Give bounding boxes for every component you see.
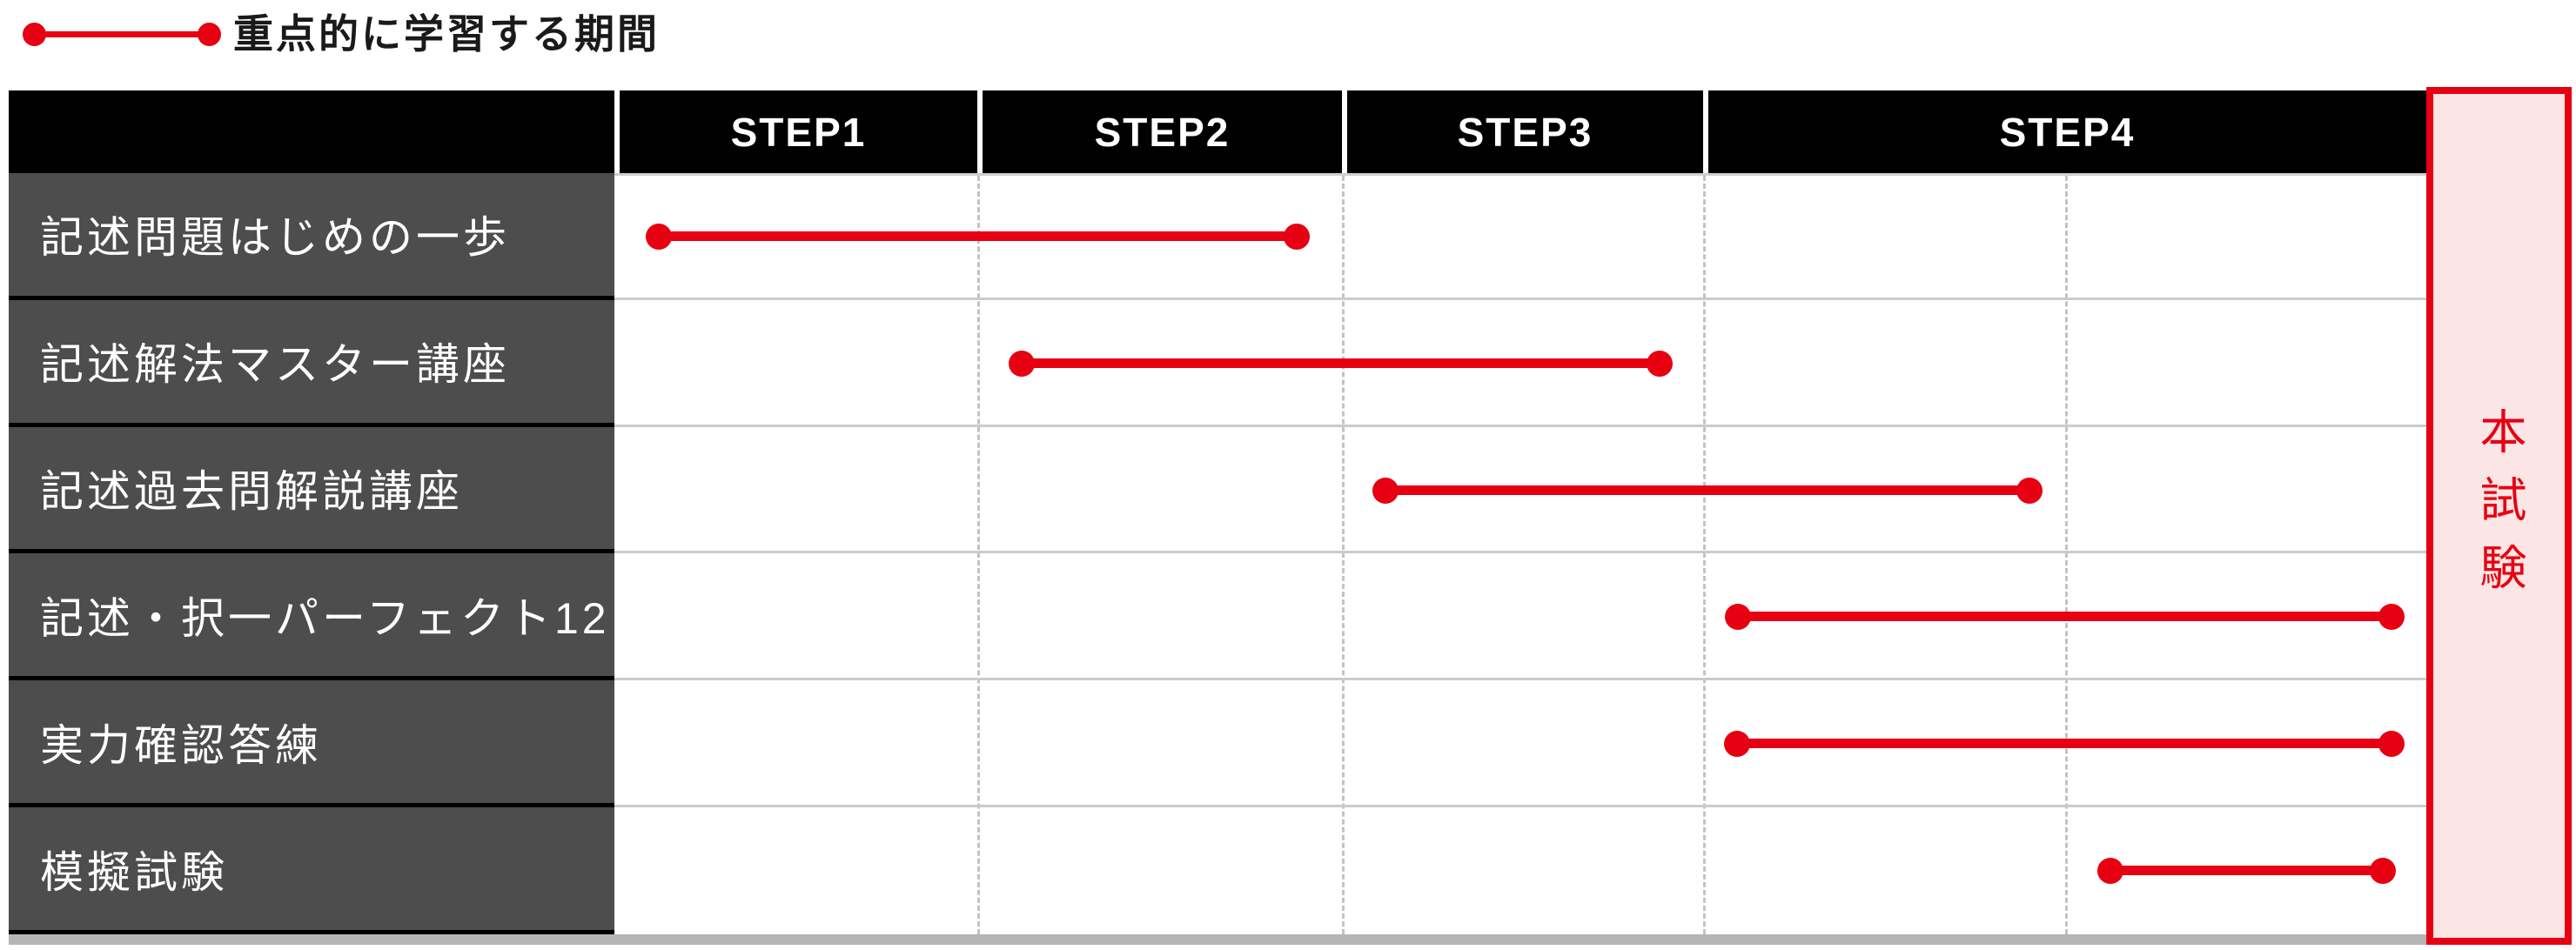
table-row: 記述問題はじめの一歩 [9, 173, 2426, 300]
bar-line-icon [1385, 485, 2030, 495]
bar-end-dot-icon [1284, 223, 1310, 250]
intensive-period-bar [1009, 350, 1673, 377]
gridline-step3-step4 [1703, 176, 1706, 934]
header-label-spacer [9, 90, 614, 173]
header-step3: STEP3 [1342, 90, 1703, 173]
legend-end-dot-icon [198, 23, 221, 46]
table-row: 模擬試験 [9, 807, 2426, 934]
course-label: 記述解法マスター講座 [9, 299, 614, 427]
schedule-table: STEP1 STEP2 STEP3 STEP4 記述問題はじめの一歩 記述解法マ… [9, 90, 2426, 945]
bar-end-dot-icon [2370, 858, 2396, 885]
intensive-period-bar [646, 223, 1310, 250]
header-step1: STEP1 [614, 90, 977, 173]
gridline-step2-step3 [1342, 176, 1345, 934]
bar-line-icon [2110, 866, 2384, 876]
gridline-step4-mid [2065, 176, 2068, 934]
course-label: 模擬試験 [9, 807, 614, 934]
table-bottom-border [9, 934, 2426, 945]
bar-end-dot-icon [2016, 477, 2043, 504]
intensive-period-bar [1372, 477, 2043, 504]
legend-line-icon [33, 30, 211, 37]
bar-line-icon [1737, 612, 2392, 622]
table-header-row: STEP1 STEP2 STEP3 STEP4 [9, 90, 2426, 173]
course-label: 記述問題はじめの一歩 [9, 173, 614, 300]
bar-end-dot-icon [1647, 350, 1673, 377]
table-body: 記述問題はじめの一歩 記述解法マスター講座 記述過去問解説講座 [9, 173, 2426, 934]
bar-line-icon [1021, 358, 1660, 368]
header-step4: STEP4 [1703, 90, 2426, 173]
legend-period-line-icon [23, 23, 221, 46]
table-row: 記述解法マスター講座 [9, 299, 2426, 427]
table-row: 記述・択一パーフェクト12 [9, 553, 2426, 681]
intensive-period-bar [1725, 604, 2405, 631]
bar-end-dot-icon [2378, 604, 2405, 631]
course-label: 記述過去問解説講座 [9, 426, 614, 554]
course-label: 実力確認答練 [9, 680, 614, 808]
table-row: 記述過去問解説講座 [9, 426, 2426, 554]
table-row: 実力確認答練 [9, 680, 2426, 808]
gridline-step1-step2 [977, 176, 980, 934]
legend-label: 重点的に学習する期間 [233, 11, 660, 57]
bar-end-dot-icon [2378, 731, 2405, 758]
intensive-period-bar [2097, 858, 2396, 885]
exam-label: 本試験 [2472, 407, 2525, 611]
header-step2: STEP2 [977, 90, 1342, 173]
bar-line-icon [1736, 739, 2392, 749]
intensive-period-bar [1724, 731, 2405, 758]
course-label: 記述・択一パーフェクト12 [9, 553, 614, 681]
exam-column: 本試験 [2426, 87, 2572, 945]
bar-line-icon [658, 231, 1298, 241]
